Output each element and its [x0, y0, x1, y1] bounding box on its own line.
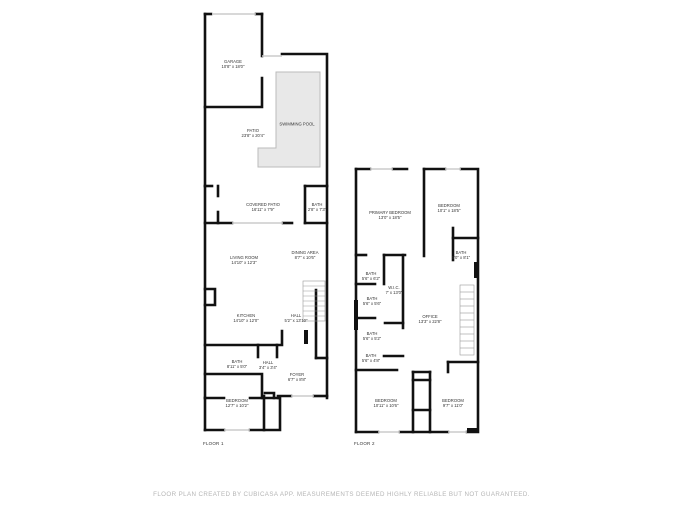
- room-dims: 6'7" x 8'8": [287, 377, 307, 382]
- room-name: COVERED PATIO: [246, 202, 280, 207]
- floor-label: FLOOR 2: [354, 441, 375, 446]
- room-name: DINING AREA: [291, 250, 319, 255]
- room-dims: 8'11" x 5'0": [226, 364, 248, 369]
- room-name: BATH: [366, 331, 378, 336]
- room-name: LIVING ROOM: [230, 255, 258, 260]
- room-dims: 5'6" x 5'6": [362, 301, 382, 306]
- room-name: BEDROOM: [442, 398, 464, 403]
- room-dims: 23'8" x 20'4": [241, 133, 265, 138]
- room-dims: 14'10" x 12'3": [231, 260, 257, 265]
- room-dims: 3'4" x 3'4": [258, 365, 278, 370]
- room-name: BATH: [365, 353, 377, 358]
- room-name: PATIO: [247, 128, 259, 133]
- room-name: BEDROOM: [375, 398, 397, 403]
- room-dims: 5'6" x 6'2": [361, 276, 381, 281]
- room-dims: 9'7" x 11'0": [442, 403, 464, 408]
- room-wic: W.I.C.7' x 13'0": [386, 285, 403, 295]
- room-dims: 16'11" x 7'9": [251, 207, 275, 212]
- room-dims: 14'10" x 12'0": [233, 318, 259, 323]
- room-name: OFFICE: [422, 314, 438, 319]
- room-swimming-pool: SWIMMING POOL: [279, 122, 314, 127]
- room-name: BEDROOM: [438, 203, 460, 208]
- room-name: HALL: [262, 360, 274, 365]
- room-dims: 10'1" x 18'5": [437, 208, 461, 213]
- room-name: BATH: [365, 271, 377, 276]
- room-name: KITCHEN: [236, 313, 256, 318]
- room-name: BATH: [311, 202, 323, 207]
- room-dims: 13'3" x 22'8": [418, 319, 442, 324]
- room-dims: 2'8" x 7'3": [307, 207, 327, 212]
- floor-label: FLOOR 1: [203, 441, 224, 446]
- room-name: PRIMARY BEDROOM: [369, 210, 411, 215]
- room-name: FOYER: [289, 372, 305, 377]
- room-dims: 5'0" x 8'1": [451, 255, 471, 260]
- room-name: BATH: [366, 296, 378, 301]
- room-dims: 5'2" x 13'10": [284, 318, 308, 323]
- room-dims: 13'0" x 18'5": [378, 215, 402, 220]
- room-name: SWIMMING POOL: [279, 121, 315, 127]
- room-name: BATH: [455, 250, 467, 255]
- room-name: HALL: [290, 313, 302, 318]
- room-name: GARAGE: [224, 59, 242, 64]
- disclaimer-footer: FLOOR PLAN CREATED BY CUBICASA APP. MEAS…: [153, 491, 530, 498]
- room-dims: 12'7" x 10'2": [225, 403, 249, 408]
- room-dims: 5'6" x 4'8": [361, 358, 381, 363]
- room-dims: 10'11" x 10'6": [373, 403, 399, 408]
- room-name: BEDROOM: [226, 398, 248, 403]
- room-name: W.I.C.: [388, 285, 400, 290]
- room-dims: 5'6" x 5'2": [362, 336, 382, 341]
- room-dims: 10'8" x 18'0": [221, 64, 245, 69]
- room-name: BATH: [231, 359, 243, 364]
- room-dims: 8'7" x 10'6": [294, 255, 316, 260]
- room-dims: 7' x 13'0": [385, 290, 403, 295]
